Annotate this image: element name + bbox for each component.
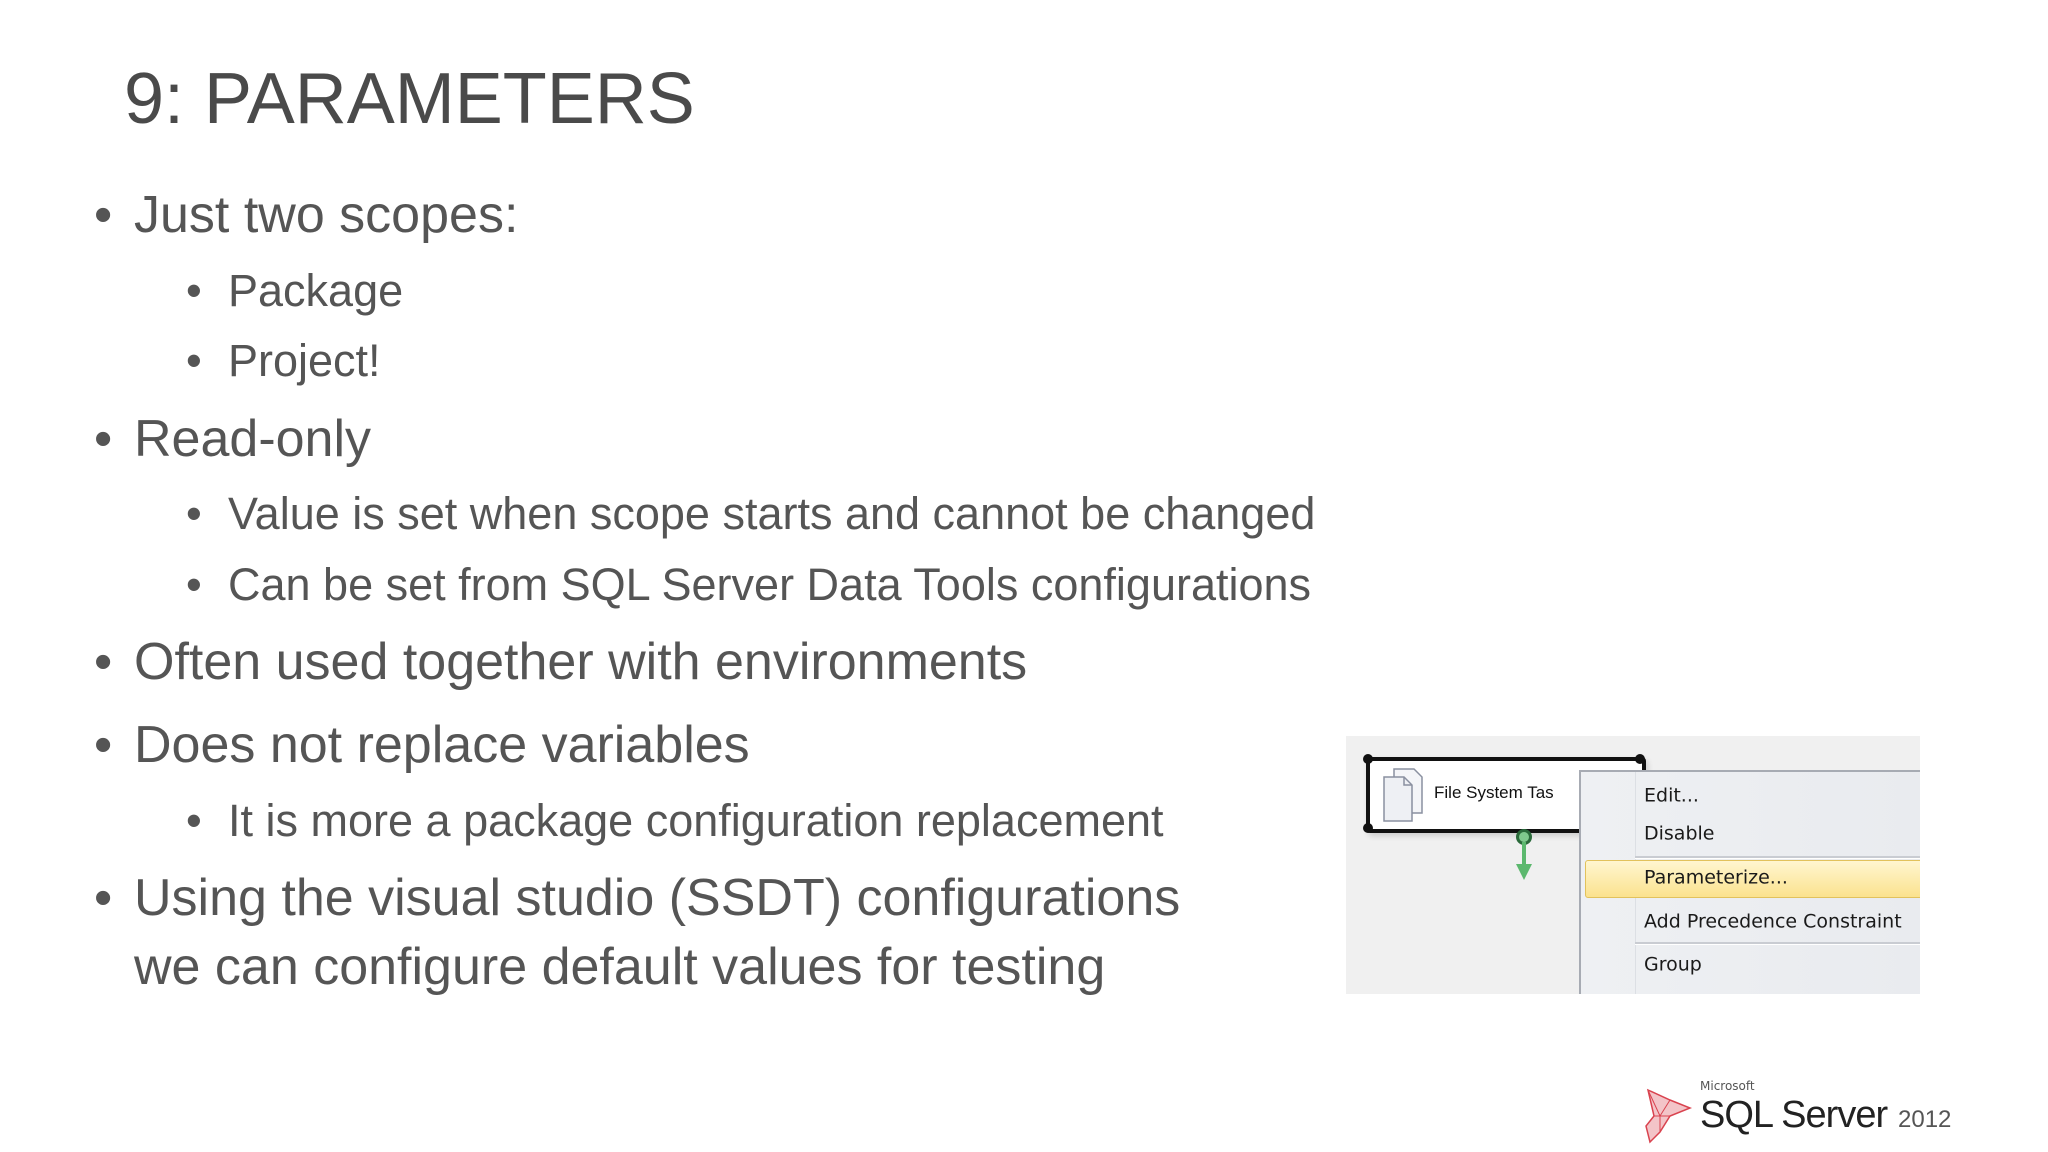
menu-item-edit[interactable]: Edit... [1644, 784, 1699, 807]
bullet-glyph: • [186, 488, 202, 539]
menu-item-parameterize[interactable]: Parameterize... [1644, 866, 1788, 889]
bullet-glyph: • [94, 633, 113, 691]
bullet-glyph: • [186, 335, 202, 386]
bullet-text: Value is set when scope starts and canno… [228, 488, 1316, 539]
bullet-item: • It is more a package configuration repl… [186, 795, 1164, 847]
document-stack-icon [1383, 768, 1423, 822]
resize-handle[interactable] [1363, 823, 1373, 833]
bullet-glyph: • [94, 716, 113, 774]
sql-server-logo-icon [1645, 1088, 1693, 1144]
logo-version: 2012 [1898, 1106, 1952, 1133]
task-label: File System Tas [1434, 783, 1554, 802]
context-menu: Edit... Disable Parameterize... Add Prec… [1579, 770, 1920, 994]
bullet-glyph: • [94, 410, 113, 468]
logo-company: Microsoft [1700, 1079, 1755, 1093]
bullet-item: • Does not replace variables [94, 715, 750, 775]
bullet-text: we can configure default values for test… [134, 938, 1106, 996]
bullet-text: Often used together with environments [134, 633, 1028, 691]
bullet-item: • Just two scopes: [94, 185, 518, 245]
bullet-text: Just two scopes: [134, 186, 519, 244]
resize-handle[interactable] [1635, 754, 1645, 764]
resize-handle[interactable] [1363, 754, 1373, 764]
menu-separator [1635, 942, 1920, 945]
ssdt-screenshot: File System Tas Edit... Disable Paramete… [1346, 736, 1920, 994]
bullet-text: Using the visual studio (SSDT) configura… [134, 869, 1181, 927]
bullet-text: Does not replace variables [134, 716, 750, 774]
bullet-item: • Can be set from SQL Server Data Tools c… [186, 559, 1311, 611]
menu-item-disable[interactable]: Disable [1644, 822, 1715, 845]
bullet-text: Read-only [134, 410, 372, 468]
bullet-text: Can be set from SQL Server Data Tools co… [228, 559, 1312, 610]
menu-item-group[interactable]: Group [1644, 953, 1702, 976]
slide-title: 9: PARAMETERS [124, 59, 695, 139]
bullet-text: Project! [228, 335, 381, 386]
bullet-glyph: • [186, 265, 202, 316]
bullet-item: • Read-only [94, 409, 371, 469]
bullet-text: It is more a package configuration repla… [228, 795, 1164, 846]
bullet-item: we can configure default values for test… [94, 937, 1105, 997]
bullet-glyph: • [94, 186, 113, 244]
menu-separator [1635, 856, 1920, 859]
logo-product: SQL Server [1700, 1094, 1888, 1136]
bullet-glyph: • [186, 559, 202, 610]
bullet-item: • Value is set when scope starts and cann… [186, 488, 1315, 540]
sql-server-logo: Microsoft SQL Server 2012 [1640, 1078, 1980, 1148]
bullet-glyph: • [186, 795, 202, 846]
bullet-item: • Package [186, 265, 403, 317]
arrow-down-icon [1516, 842, 1532, 880]
bullet-item: • Often used together with environments [94, 632, 1027, 692]
bullet-glyph: • [94, 869, 113, 927]
bullet-item: • Project! [186, 335, 381, 387]
bullet-text: Package [228, 265, 404, 316]
bullet-item: • Using the visual studio (SSDT) configur… [94, 868, 1180, 928]
menu-item-add-precedence-constraint[interactable]: Add Precedence Constraint [1644, 910, 1902, 933]
menu-highlight [1585, 860, 1920, 898]
